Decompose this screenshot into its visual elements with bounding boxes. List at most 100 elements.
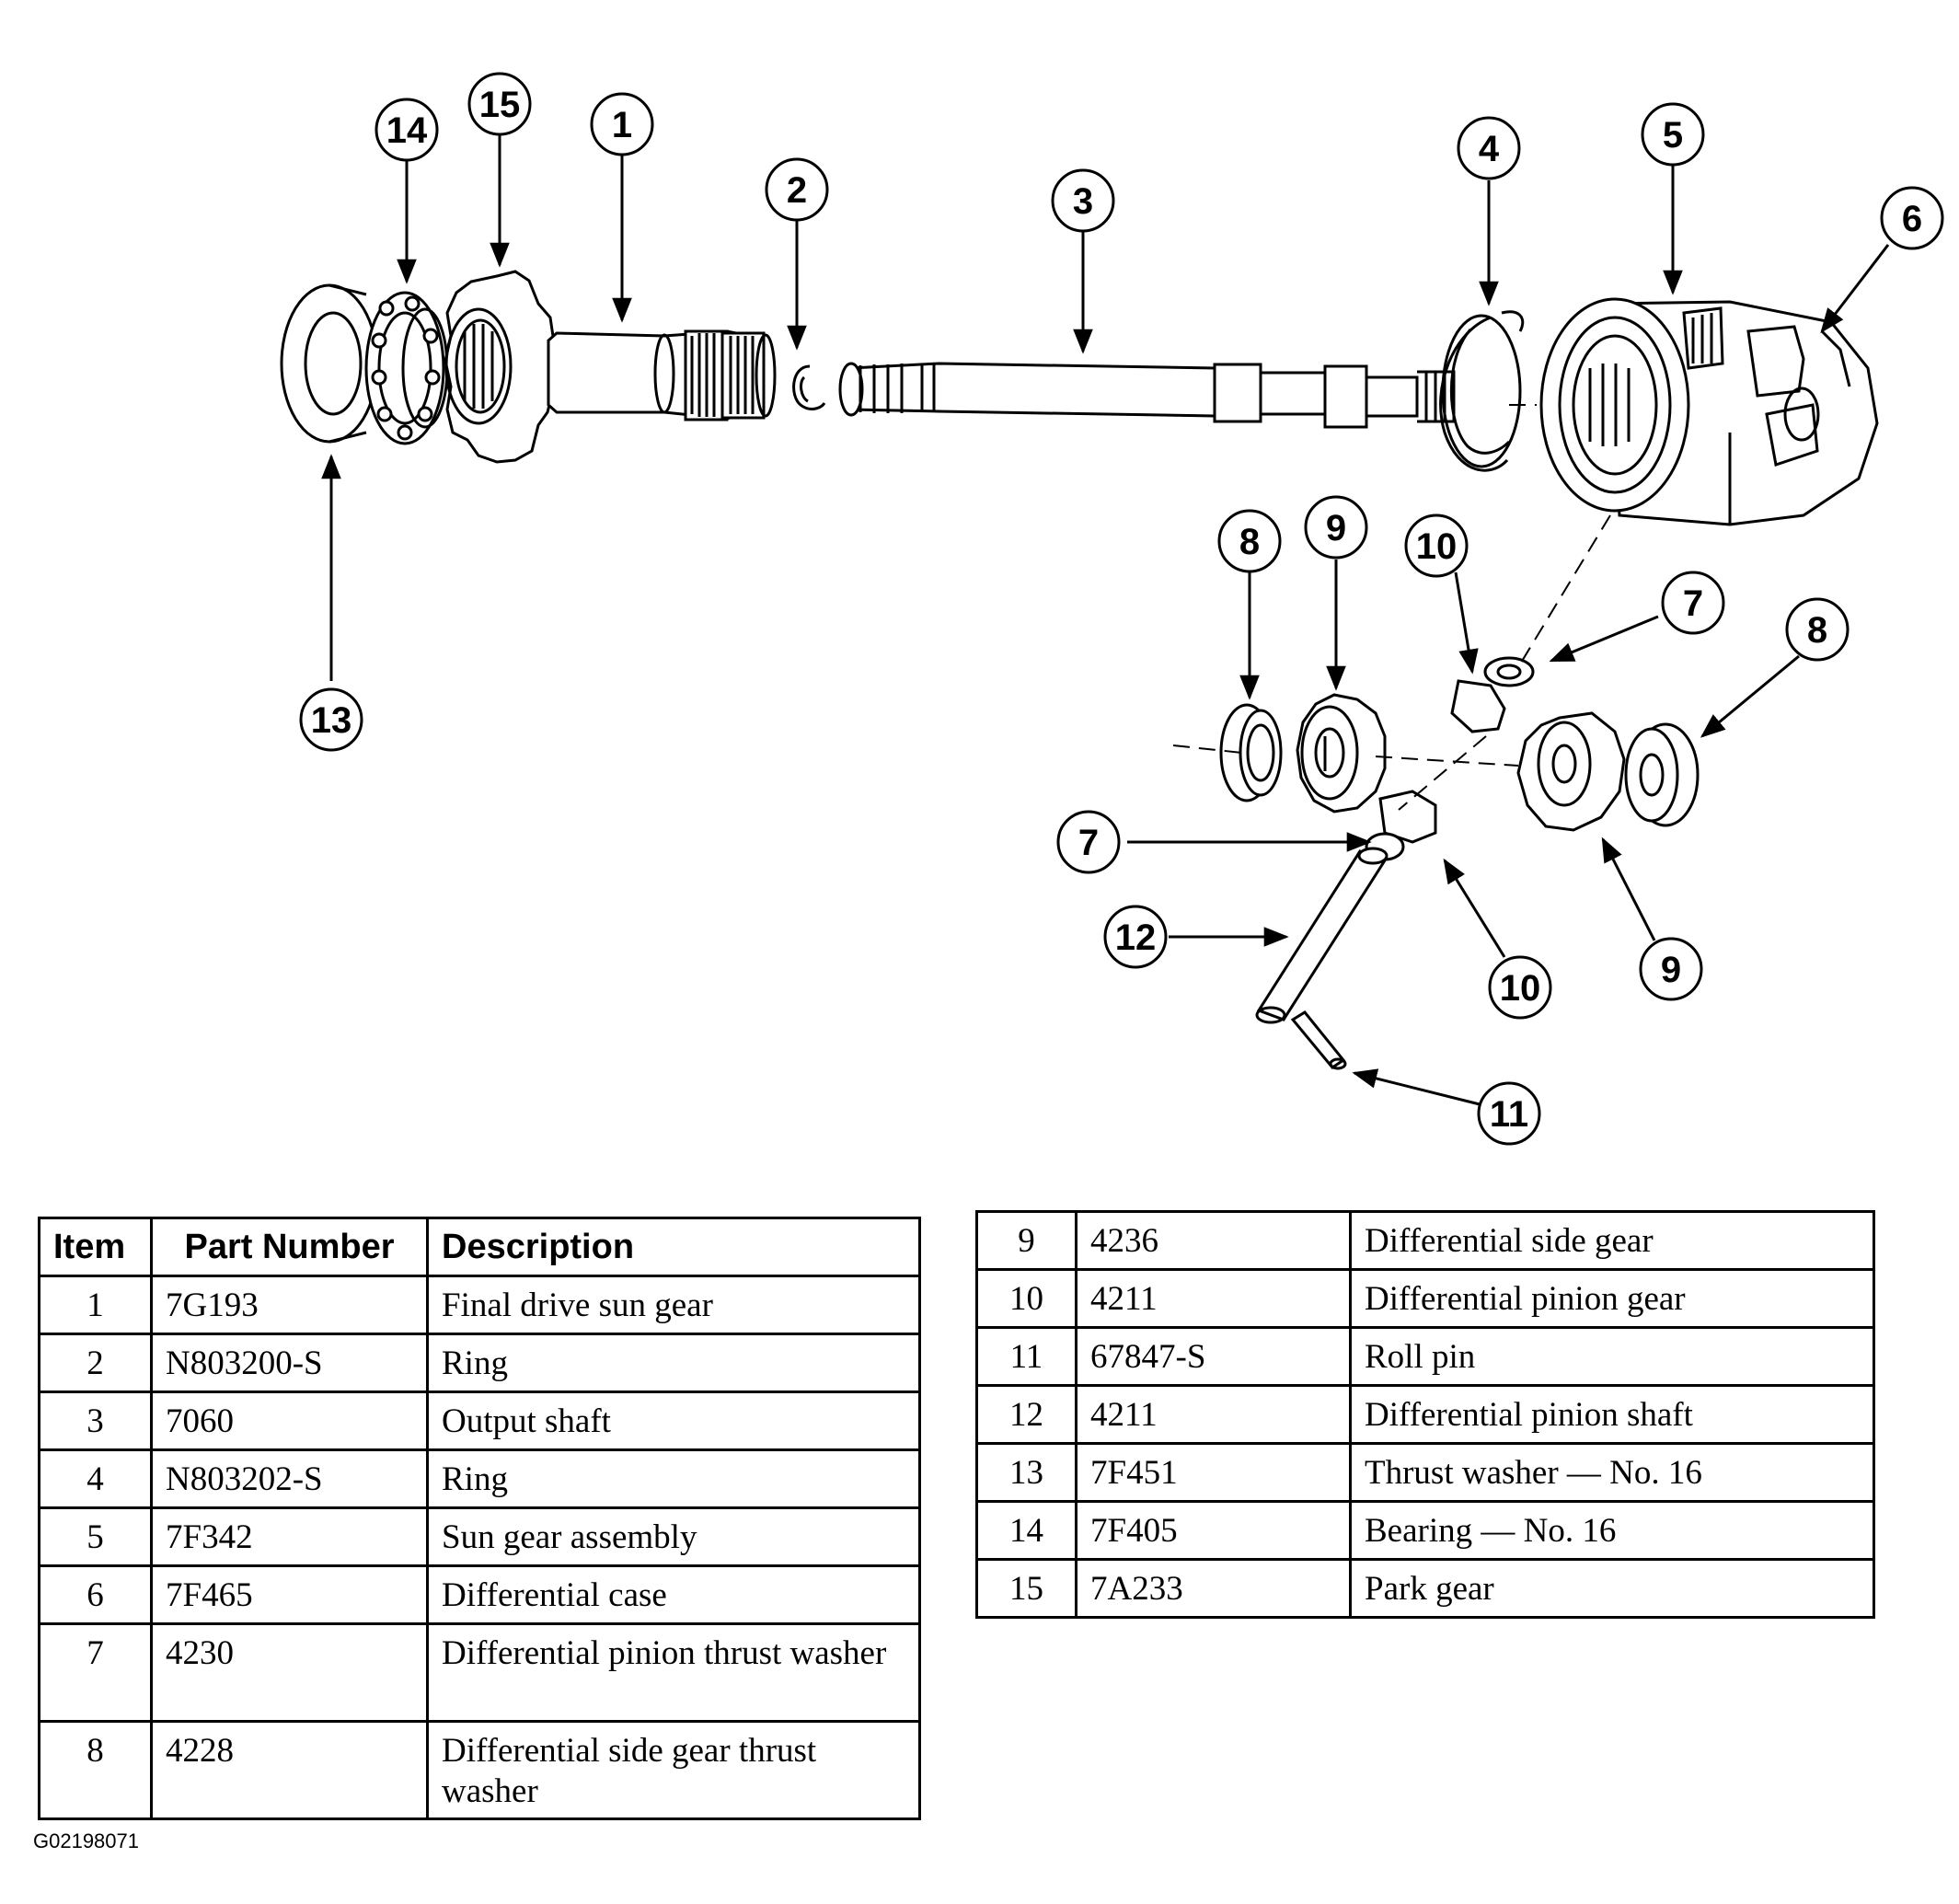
retaining-ring-part <box>1439 310 1525 472</box>
item-cell: 14 <box>975 1500 1077 1561</box>
callout-10-lower: 10 <box>1488 955 1552 1020</box>
differential-case-part <box>1539 297 1879 526</box>
item-cell: 5 <box>38 1506 153 1567</box>
table-header-row: Item Part Number Description <box>38 1217 921 1277</box>
callout-5: 5 <box>1641 102 1705 167</box>
description-cell: Bearing — No. 16 <box>1349 1500 1875 1561</box>
part-number-cell: 7F405 <box>1075 1500 1352 1561</box>
item-cell: 6 <box>38 1564 153 1625</box>
side-thrust-washer-right-part <box>1624 722 1700 827</box>
part-number-cell: 4211 <box>1075 1384 1352 1445</box>
header-description: Description <box>426 1217 921 1277</box>
callout-label: 4 <box>1479 129 1500 169</box>
description-cell: Park gear <box>1349 1558 1875 1619</box>
part-number-cell: 7G193 <box>150 1275 429 1335</box>
part-number-cell: 7F465 <box>150 1564 429 1625</box>
callout-7-upper: 7 <box>1661 571 1725 635</box>
callout-label: 8 <box>1807 610 1827 651</box>
callout-label: 5 <box>1663 115 1683 156</box>
part-number-cell: 7F451 <box>1075 1442 1352 1503</box>
callout-label: 6 <box>1902 199 1922 239</box>
part-number-cell: 67847-S <box>1075 1326 1352 1387</box>
description-cell: Ring <box>426 1333 921 1393</box>
bearing-part <box>364 291 449 445</box>
item-cell: 10 <box>975 1268 1077 1329</box>
part-number-cell: 4230 <box>150 1622 429 1723</box>
callout-label: 12 <box>1115 917 1157 958</box>
park-gear-part <box>444 270 556 464</box>
callout-11: 11 <box>1477 1081 1541 1146</box>
header-item: Item <box>38 1217 153 1277</box>
callout-label: 10 <box>1416 526 1458 567</box>
callout-3: 3 <box>1051 168 1115 233</box>
item-cell: 4 <box>38 1448 153 1509</box>
callout-4: 4 <box>1457 116 1521 180</box>
callout-label: 2 <box>787 170 807 211</box>
callout-label: 15 <box>479 85 521 125</box>
pinion-gear-upper-part <box>1450 656 1535 733</box>
item-cell: 15 <box>975 1558 1077 1619</box>
callout-label: 13 <box>311 700 352 741</box>
snap-ring-part <box>792 364 826 410</box>
callout-label: 8 <box>1239 522 1260 562</box>
output-shaft-part <box>838 362 1456 429</box>
thrust-washer-part <box>280 283 379 444</box>
description-cell: Differential pinion gear <box>1349 1268 1875 1329</box>
callout-13: 13 <box>299 687 363 752</box>
callout-12: 12 <box>1103 905 1168 969</box>
part-number-cell: 7A233 <box>1075 1558 1352 1619</box>
part-number-cell: 4211 <box>1075 1268 1352 1329</box>
item-cell: 3 <box>38 1390 153 1451</box>
item-cell: 12 <box>975 1384 1077 1445</box>
callout-2: 2 <box>765 157 829 222</box>
callout-6: 6 <box>1880 186 1944 250</box>
description-cell: Roll pin <box>1349 1326 1875 1387</box>
item-cell: 1 <box>38 1275 153 1335</box>
item-cell: 13 <box>975 1442 1077 1503</box>
description-cell: Output shaft <box>426 1390 921 1451</box>
callout-label: 3 <box>1073 181 1093 222</box>
callout-label: 10 <box>1500 968 1541 1009</box>
description-cell: Final drive sun gear <box>426 1275 921 1335</box>
description-cell: Sun gear assembly <box>426 1506 921 1567</box>
callout-1: 1 <box>590 92 654 156</box>
side-gear-right-part <box>1516 711 1626 832</box>
description-cell: Thrust washer — No. 16 <box>1349 1442 1875 1503</box>
header-part-number: Part Number <box>150 1217 429 1277</box>
part-number-cell: N803200-S <box>150 1333 429 1393</box>
callout-10-upper: 10 <box>1404 514 1469 578</box>
description-cell: Differential case <box>426 1564 921 1625</box>
side-gear-left-part <box>1296 693 1387 814</box>
callout-label: 7 <box>1683 583 1703 624</box>
callout-label: 9 <box>1661 950 1681 990</box>
description-cell: Differential pinion shaft <box>1349 1384 1875 1445</box>
pinion-shaft-part <box>1255 847 1389 1024</box>
description-cell: Ring <box>426 1448 921 1509</box>
item-cell: 8 <box>38 1720 153 1820</box>
exploded-view-diagram: 14 15 1 2 3 4 5 6 13 8 9 10 7 8 7 12 10 … <box>280 72 1944 1146</box>
callout-label: 7 <box>1078 823 1099 863</box>
callout-label: 14 <box>386 110 428 151</box>
callout-7-lower: 7 <box>1056 810 1121 874</box>
item-cell: 7 <box>38 1622 153 1723</box>
part-number-cell: 4236 <box>1075 1210 1352 1271</box>
part-number-cell: 7F342 <box>150 1506 429 1567</box>
part-number-cell: 4228 <box>150 1720 429 1820</box>
roll-pin-part <box>1290 1010 1347 1070</box>
callout-label: 11 <box>1490 1094 1528 1135</box>
sun-gear-shaft-part <box>547 329 777 421</box>
description-cell: Differential side gear thrust washer <box>426 1720 921 1820</box>
